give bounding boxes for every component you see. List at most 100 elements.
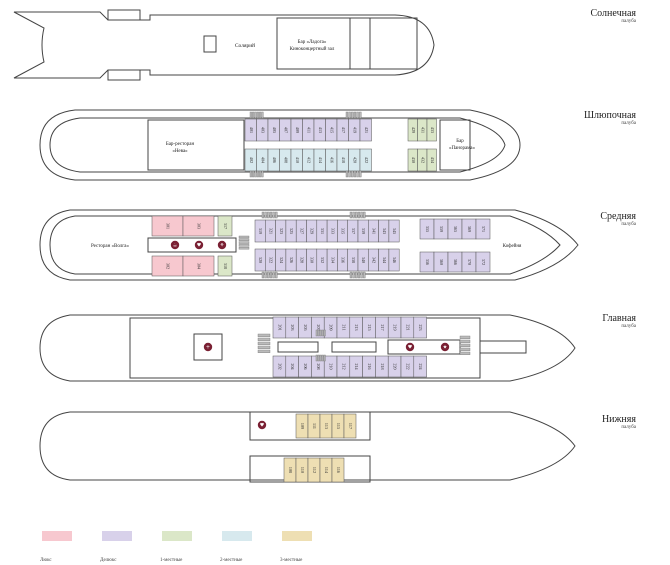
- cabin[interactable]: 330: [306, 248, 318, 272]
- cabin[interactable]: 342: [368, 248, 379, 272]
- cabin[interactable]: 339: [357, 219, 369, 243]
- cabin[interactable]: 112: [307, 457, 321, 483]
- cabin[interactable]: 217: [375, 316, 389, 339]
- cabin[interactable]: 216: [362, 355, 376, 378]
- cabin[interactable]: 117: [343, 413, 357, 439]
- cabin[interactable]: 221: [400, 316, 415, 339]
- cabin[interactable]: 346: [388, 248, 400, 272]
- cabin[interactable]: 420: [348, 148, 361, 172]
- cabin[interactable]: 327: [295, 219, 307, 243]
- cabin[interactable]: 108: [283, 457, 297, 483]
- cabin[interactable]: 401: [244, 118, 257, 142]
- cabin[interactable]: 336: [337, 248, 348, 272]
- cabin[interactable]: 403: [256, 118, 269, 142]
- cabin[interactable]: 340: [357, 248, 369, 272]
- cabin[interactable]: 329: [306, 219, 318, 243]
- cabin[interactable]: 337: [347, 219, 359, 243]
- cabin[interactable]: 417: [336, 118, 349, 142]
- cabin[interactable]: 317: [217, 215, 233, 237]
- cabin[interactable]: 341: [368, 219, 379, 243]
- cabin[interactable]: 431: [417, 118, 428, 142]
- cabin[interactable]: 369: [461, 218, 477, 240]
- cabin[interactable]: 355: [419, 218, 435, 240]
- cabin[interactable]: 371: [475, 218, 491, 240]
- cabin[interactable]: 320: [254, 248, 266, 272]
- cabin[interactable]: 220: [387, 355, 402, 378]
- cabin[interactable]: 335: [337, 219, 348, 243]
- cabin[interactable]: 433: [426, 118, 437, 142]
- cabin[interactable]: 319: [254, 219, 266, 243]
- cabin[interactable]: 304: [182, 255, 215, 277]
- cabin[interactable]: 303: [182, 215, 215, 237]
- cabin[interactable]: 432: [417, 148, 428, 172]
- cabin[interactable]: 411: [302, 118, 315, 142]
- cabin[interactable]: 322: [265, 248, 276, 272]
- cabin[interactable]: 201: [272, 316, 287, 339]
- cabin[interactable]: 318: [217, 255, 233, 277]
- cabin[interactable]: 202: [272, 355, 287, 378]
- cabin[interactable]: 214: [349, 355, 363, 378]
- cabin[interactable]: 416: [325, 148, 338, 172]
- cabin[interactable]: 414: [313, 148, 326, 172]
- cabin[interactable]: 434: [426, 148, 437, 172]
- cabin[interactable]: 356: [419, 251, 435, 273]
- cabin[interactable]: 372: [475, 251, 491, 273]
- cabin[interactable]: 430: [407, 148, 418, 172]
- cabin[interactable]: 421: [359, 118, 372, 142]
- cabin[interactable]: 210: [323, 355, 338, 378]
- cabin[interactable]: 110: [295, 457, 309, 483]
- cabin[interactable]: 419: [348, 118, 361, 142]
- cabin[interactable]: 325: [285, 219, 297, 243]
- cabin[interactable]: 343: [378, 219, 390, 243]
- cabin[interactable]: 205: [298, 316, 312, 339]
- cabin[interactable]: 111: [307, 413, 321, 439]
- cabin[interactable]: 366: [447, 251, 463, 273]
- cabin[interactable]: 422: [359, 148, 372, 172]
- cabin[interactable]: 213: [349, 316, 363, 339]
- cabin[interactable]: 302: [151, 255, 184, 277]
- cabin[interactable]: 222: [400, 355, 415, 378]
- cabin[interactable]: 323: [275, 219, 287, 243]
- cabin[interactable]: 116: [331, 457, 345, 483]
- cabin[interactable]: 301: [151, 215, 184, 237]
- cabin[interactable]: 360: [433, 251, 449, 273]
- cabin[interactable]: 334: [326, 248, 338, 272]
- cabin[interactable]: 406: [267, 148, 280, 172]
- cabin[interactable]: 418: [336, 148, 349, 172]
- cabin[interactable]: 333: [326, 219, 338, 243]
- cabin[interactable]: 224: [413, 355, 427, 378]
- cabin[interactable]: 412: [302, 148, 315, 172]
- cabin[interactable]: 359: [433, 218, 449, 240]
- cabin[interactable]: 402: [244, 148, 257, 172]
- cabin[interactable]: 331: [316, 219, 328, 243]
- cabin[interactable]: 321: [265, 219, 276, 243]
- cabin[interactable]: 215: [362, 316, 376, 339]
- cabin[interactable]: 114: [319, 457, 333, 483]
- cabin[interactable]: 211: [336, 316, 351, 339]
- cabin[interactable]: 344: [378, 248, 390, 272]
- cabin[interactable]: 328: [295, 248, 307, 272]
- cabin[interactable]: 370: [461, 251, 477, 273]
- cabin[interactable]: 209: [323, 316, 338, 339]
- cabin[interactable]: 405: [267, 118, 280, 142]
- cabin[interactable]: 212: [336, 355, 351, 378]
- cabin[interactable]: 115: [331, 413, 345, 439]
- cabin[interactable]: 218: [375, 355, 389, 378]
- cabin[interactable]: 429: [407, 118, 418, 142]
- cabin[interactable]: 324: [275, 248, 287, 272]
- cabin[interactable]: 407: [279, 118, 292, 142]
- cabin[interactable]: 219: [387, 316, 402, 339]
- cabin[interactable]: 109: [295, 413, 309, 439]
- cabin[interactable]: 404: [256, 148, 269, 172]
- cabin[interactable]: 113: [319, 413, 333, 439]
- cabin[interactable]: 223: [413, 316, 427, 339]
- cabin[interactable]: 204: [285, 355, 299, 378]
- cabin[interactable]: 408: [279, 148, 292, 172]
- cabin[interactable]: 365: [447, 218, 463, 240]
- cabin[interactable]: 415: [325, 118, 338, 142]
- cabin[interactable]: 326: [285, 248, 297, 272]
- cabin[interactable]: 413: [313, 118, 326, 142]
- cabin[interactable]: 203: [285, 316, 299, 339]
- cabin[interactable]: 206: [298, 355, 312, 378]
- cabin[interactable]: 332: [316, 248, 328, 272]
